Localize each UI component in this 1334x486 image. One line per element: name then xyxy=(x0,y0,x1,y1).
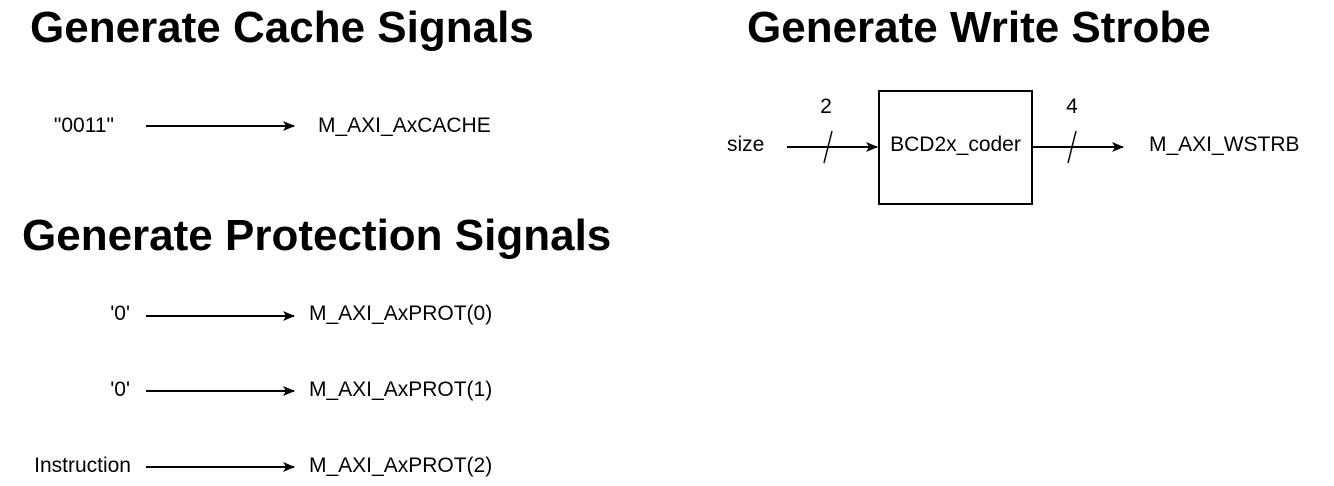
wstrb-output-label: M_AXI_WSTRB xyxy=(1149,133,1300,156)
size-input-label: size xyxy=(727,133,765,156)
bcd2x-coder-block xyxy=(878,90,1033,205)
input-bus-slash xyxy=(823,130,833,164)
cache-output-label: M_AXI_AxCACHE xyxy=(318,114,491,137)
output-width-label: 4 xyxy=(1066,95,1078,118)
strobe-title: Generate Write Strobe xyxy=(747,3,1211,52)
output-bus-slash xyxy=(1067,130,1077,164)
protection-title: Generate Protection Signals xyxy=(22,211,612,260)
prot-output-label-0: M_AXI_AxPROT(0) xyxy=(309,302,493,325)
prot-input-label-1: '0' xyxy=(110,378,130,401)
prot-output-label-2: M_AXI_AxPROT(2) xyxy=(309,454,493,477)
cache-title: Generate Cache Signals xyxy=(30,3,534,52)
cache-input-label: "0011" xyxy=(53,114,114,137)
block-label: BCD2x_coder xyxy=(890,133,1021,156)
prot-input-label-2: Instruction xyxy=(34,454,131,477)
prot-input-label-0: '0' xyxy=(110,302,130,325)
prot-output-label-1: M_AXI_AxPROT(1) xyxy=(309,378,493,401)
input-width-label: 2 xyxy=(820,95,832,118)
